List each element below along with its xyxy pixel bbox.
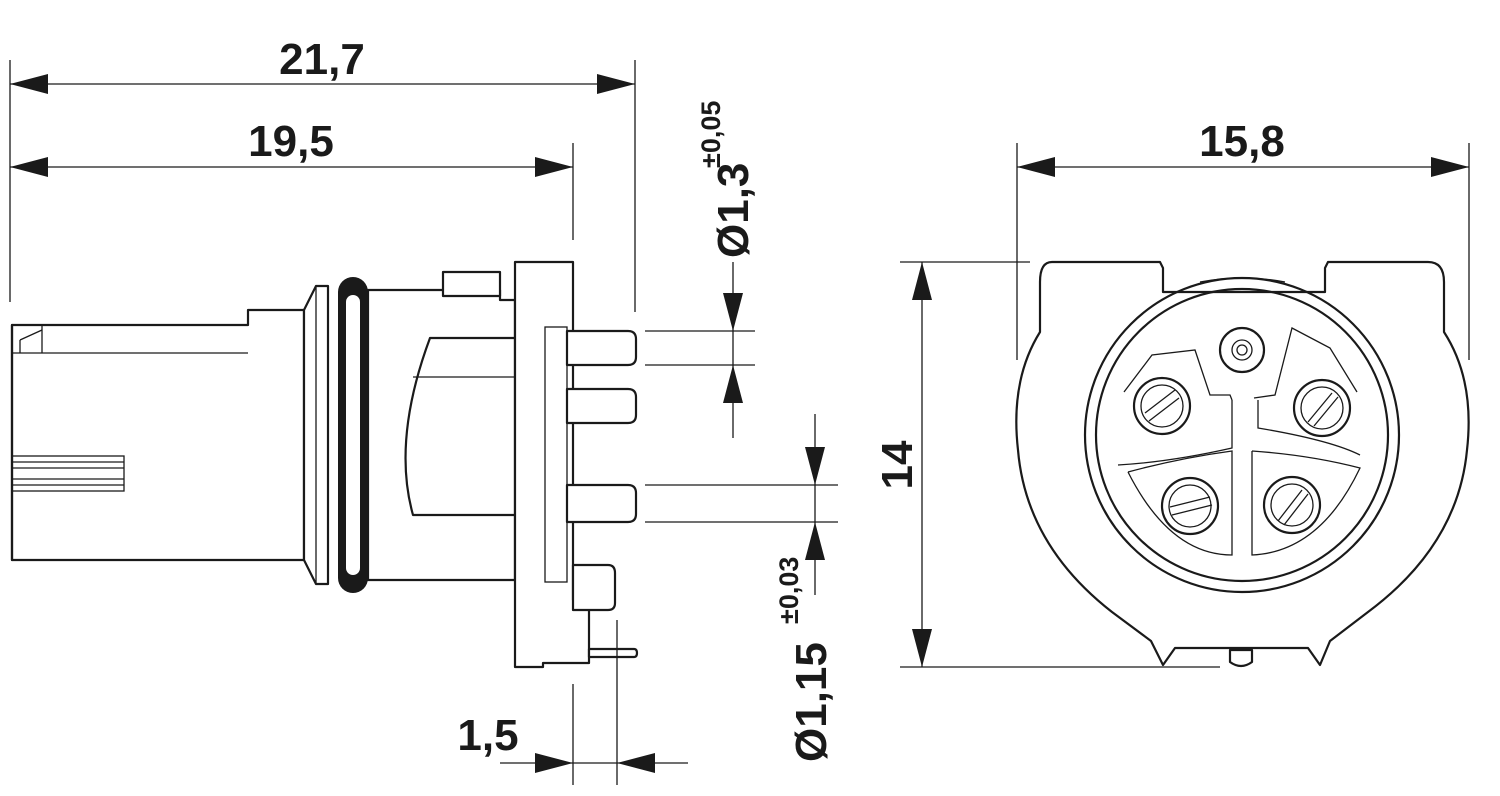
dim-overall-length: 21,7 (279, 35, 365, 84)
insert-segments (1117, 327, 1361, 556)
dim-pin-diameter-tolerance: ±0,05 (696, 101, 726, 168)
contact-screw-bottom-right (1262, 475, 1322, 535)
side-view (10, 260, 639, 669)
front-housing (366, 270, 517, 582)
dim-small-pin-diameter: Ø1,15 (787, 642, 836, 762)
bottom-pin (1228, 648, 1254, 668)
contact-screw-top-right (1292, 378, 1352, 438)
dim-pin-diameter: Ø1,3 (709, 163, 758, 258)
inner-ring (1094, 287, 1390, 583)
outer-ring (1083, 276, 1401, 594)
contact-screw-top-left (1132, 376, 1192, 436)
collar (302, 284, 330, 586)
dim-front-height: 14 (873, 440, 922, 489)
dim-front-width: 15,8 (1199, 117, 1285, 166)
dim-small-pin-diameter-tolerance: ±0,03 (774, 557, 804, 624)
contact-screw-bottom-left (1160, 476, 1220, 536)
front-view (1015, 260, 1470, 668)
dimension-lines (9, 60, 1470, 785)
rear-housing (10, 308, 306, 562)
pins (565, 329, 639, 659)
coding-pin (1218, 326, 1266, 374)
dimension-labels: 21,7 19,5 Ø1,3 ±0,05 Ø1,15 ±0,03 1,5 15,… (248, 35, 1285, 762)
dim-flange-offset: 1,5 (457, 711, 518, 760)
front-housing-outline (1015, 260, 1470, 667)
dim-body-length: 19,5 (248, 117, 334, 166)
o-ring-highlight (346, 295, 360, 575)
